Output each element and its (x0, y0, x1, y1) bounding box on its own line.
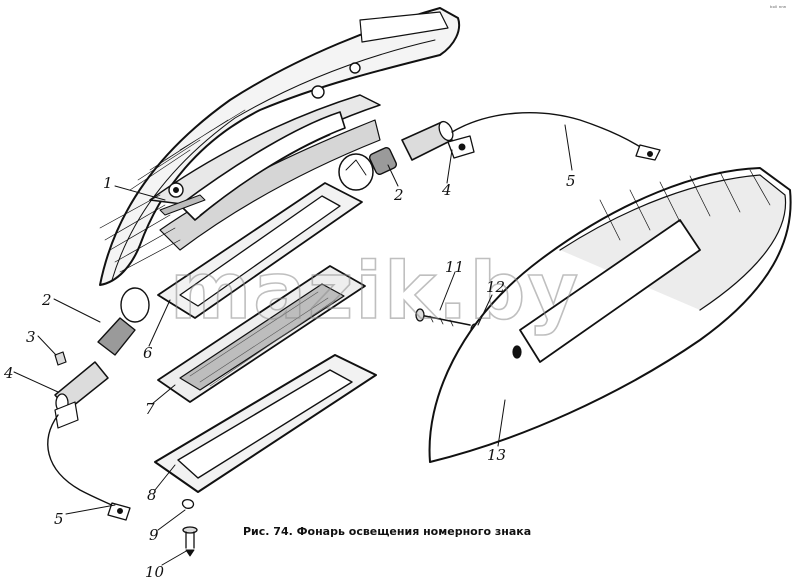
callout-4-upper: 4 (441, 181, 452, 199)
lens-part-7 (157, 265, 366, 403)
frame-part-8 (154, 354, 377, 493)
callout-7: 7 (145, 400, 155, 418)
watermark: mazik.by (170, 247, 580, 337)
bulb-part-2-left (97, 287, 150, 356)
callout-2-left: 2 (41, 291, 52, 309)
callout-12: 12 (486, 278, 505, 296)
lamp-housing-part-1 (99, 7, 460, 286)
socket-part-4-left (54, 361, 109, 429)
callout-1: 1 (103, 174, 113, 192)
screw-part-10 (182, 526, 198, 557)
callout-13: 13 (487, 446, 506, 464)
callout-8: 8 (147, 486, 157, 504)
washer-part-9 (181, 499, 195, 509)
callout-5-left: 5 (54, 510, 64, 528)
callout-10: 10 (145, 563, 165, 581)
screw-part-11 (415, 308, 471, 327)
wire-part-5-upper (451, 112, 661, 161)
callout-5-upper: 5 (566, 172, 576, 190)
leader-lines (13, 124, 573, 566)
socket-part-4-upper (401, 120, 475, 161)
figure-caption: Рис. 74. Фонарь освещения номерного знак… (243, 525, 531, 538)
corner-mark: ᵏᵒˡˡ ⁿⁿⁿ (770, 5, 787, 12)
callout-11: 11 (445, 258, 464, 276)
screw-part-3 (54, 351, 67, 366)
callout-9: 9 (149, 526, 159, 544)
cover-part-13 (428, 167, 792, 463)
wire-part-5-left (47, 414, 131, 521)
callout-3: 3 (26, 328, 36, 346)
callout-6: 6 (143, 344, 153, 362)
callout-2-upper: 2 (393, 186, 404, 204)
gasket-part-6 (157, 182, 363, 319)
callout-4-left: 4 (3, 364, 14, 382)
